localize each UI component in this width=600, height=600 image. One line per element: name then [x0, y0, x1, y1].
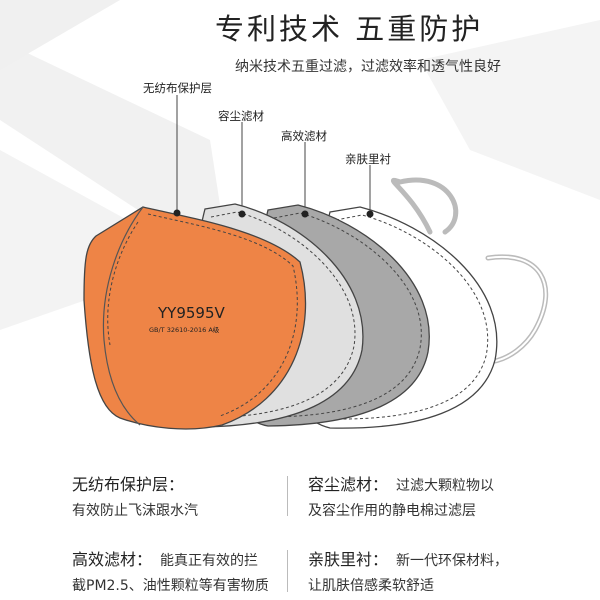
desc-lining-line2: 让肌肤倍感柔软舒适 — [308, 578, 434, 594]
desc-lining-title: 亲肤里衬： — [308, 550, 389, 569]
desc-dust: 容尘滤材： 过滤大颗粒物以 及容尘作用的静电棉过滤层 — [308, 472, 578, 524]
callout-dots — [173, 209, 374, 218]
desc-nonwoven-line1: 有效防止飞沫跟水汽 — [72, 503, 198, 519]
desc-lining-line1: 新一代环保材料， — [396, 553, 509, 569]
desc-filter-line1: 能真正有效的拦 — [160, 553, 259, 569]
callout-filter-layer: 高效滤材 — [281, 129, 327, 143]
desc-dust-line1: 过滤大颗粒物以 — [396, 478, 495, 494]
desc-filter-title: 高效滤材： — [72, 550, 153, 569]
divider-bottom — [287, 550, 288, 592]
mask-layers-diagram: YY9595V GB/T 32610-2016 A级 — [83, 95, 549, 430]
page-title: 专利技术 五重防护 — [215, 12, 484, 46]
desc-dust-line2: 及容尘作用的静电棉过滤层 — [308, 503, 476, 519]
page-subtitle: 纳米技术五重过滤，过滤效率和透气性良好 — [235, 59, 501, 75]
desc-filter-line2: 截PM2.5、油性颗粒等有害物质 — [72, 578, 269, 594]
desc-nonwoven: 无纺布保护层： 有效防止飞沫跟水汽 — [72, 472, 342, 524]
mask-standard-text: GB/T 32610-2016 A级 — [149, 325, 220, 334]
callout-leader-lines — [176, 95, 371, 214]
nonwoven-layer: YY9595V GB/T 32610-2016 A级 — [83, 206, 307, 430]
callout-lining-layer: 亲肤里衬 — [345, 152, 391, 166]
desc-dust-title: 容尘滤材： — [308, 475, 389, 494]
desc-nonwoven-title: 无纺布保护层： — [72, 475, 185, 494]
callout-nonwoven-layer: 无纺布保护层 — [143, 81, 212, 95]
callout-dust-layer: 容尘滤材 — [218, 109, 264, 123]
mask-model-text: YY9595V — [157, 304, 225, 322]
divider-top — [287, 476, 288, 516]
desc-lining: 亲肤里衬： 新一代环保材料， 让肌肤倍感柔软舒适 — [308, 547, 578, 599]
desc-filter: 高效滤材： 能真正有效的拦 截PM2.5、油性颗粒等有害物质 — [72, 547, 342, 599]
